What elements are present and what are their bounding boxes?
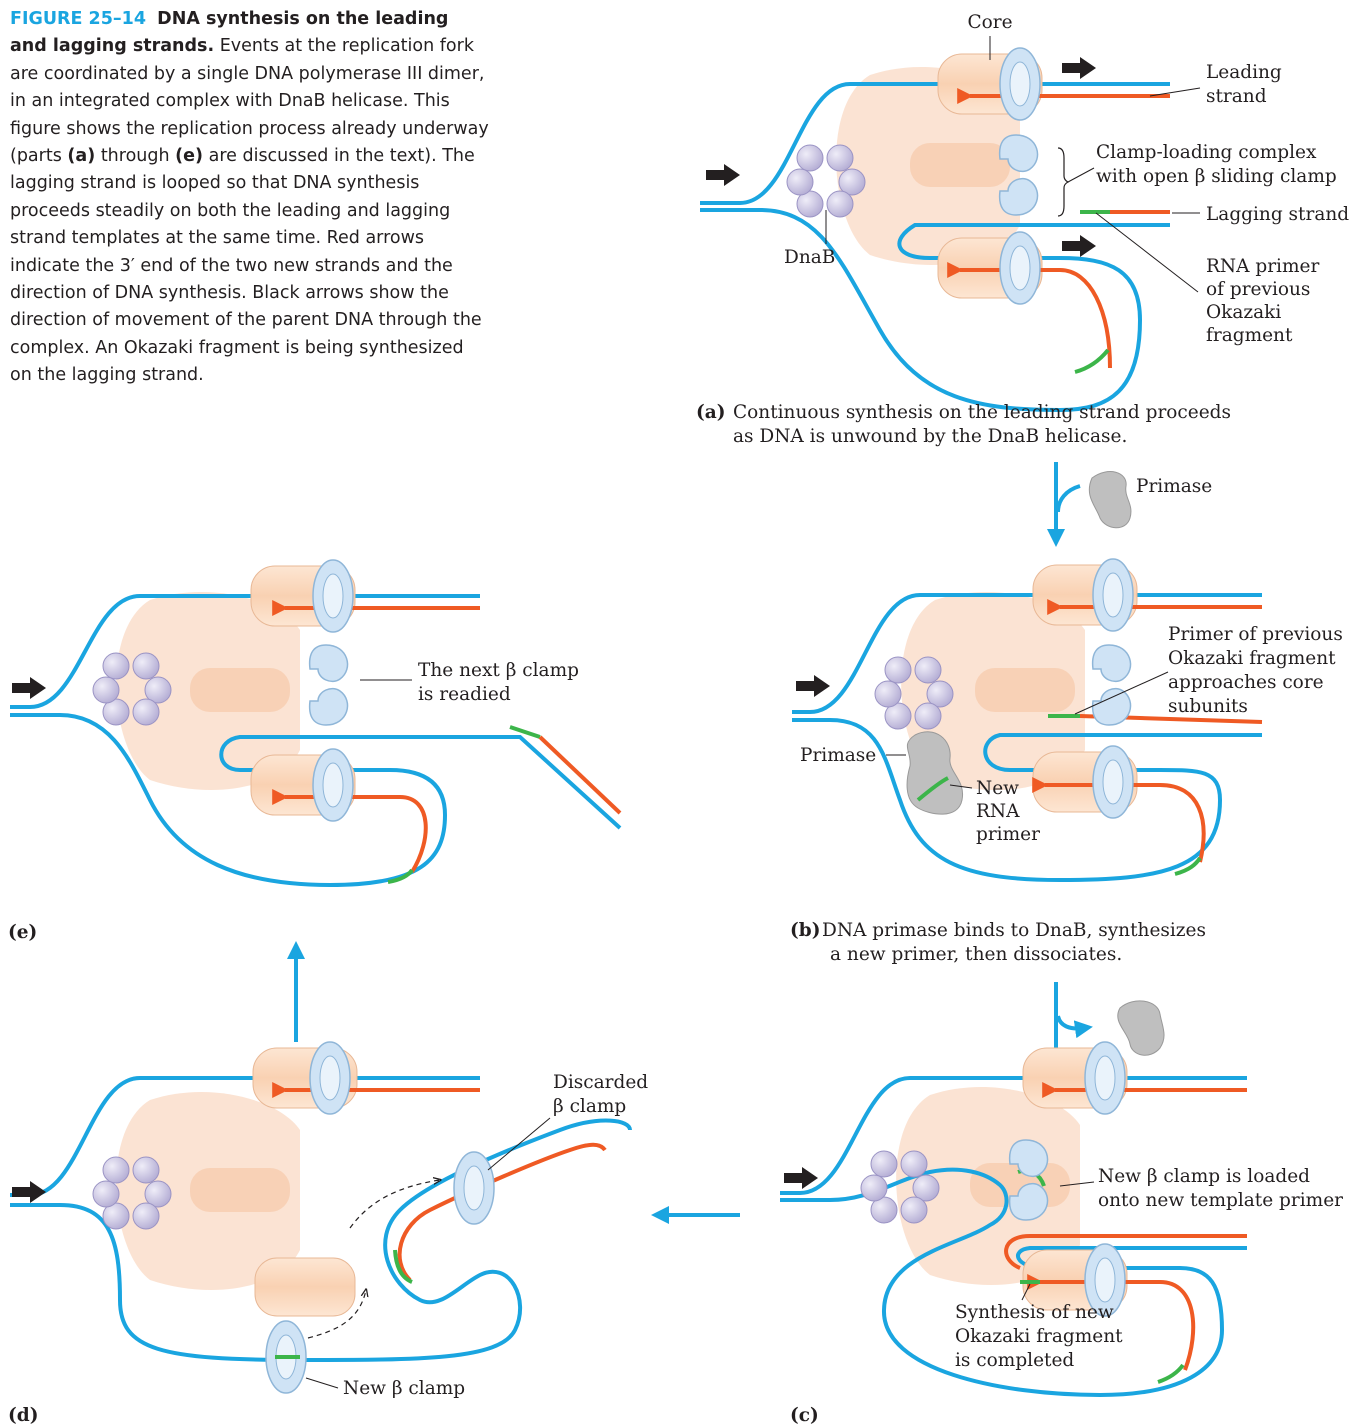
clamp-loader-label-2: with open β sliding clamp [1096,166,1337,187]
leading-strand-label-1: Leading [1206,62,1282,83]
beta-clamp-top [1093,559,1133,631]
released-okazaki-fragment [540,737,620,813]
new-clamp-label: New β clamp [343,1378,465,1399]
lagging-template-strand [10,1121,630,1360]
clamp-loader-label-1: Clamp-loading complex [1096,142,1317,163]
panel-e-label: (e) [8,922,37,943]
panel-b-caption-2: a new primer, then dissociates. [830,944,1122,965]
panel-c-label: (c) [790,1405,819,1426]
black-arrow-icon [1062,57,1096,79]
panel-a-caption-1: Continuous synthesis on the leading stra… [733,402,1231,423]
panel-b-caption-1: DNA primase binds to DnaB, synthesizes [822,920,1206,941]
rna-primer-old [1158,1365,1183,1382]
new-clamp-label-1: New β clamp is loaded [1098,1166,1310,1187]
rna-primer-a [1075,350,1108,372]
leading-strand-label-2: strand [1206,86,1267,107]
primer-label-2: Okazaki fragment [1168,648,1336,669]
panel-a-label: (a) [696,402,726,423]
discarded-clamp-label-1: Discarded [553,1072,648,1093]
beta-clamp-bottom [1093,746,1133,818]
next-clamp-label-2: is readied [418,684,511,705]
primer-label-3: approaches core [1168,672,1324,693]
panel-d-label: (d) [8,1405,38,1426]
black-arrow-icon [12,1181,46,1203]
black-arrow-icon [796,675,830,697]
beta-clamp-top [1000,48,1040,120]
black-arrow-icon [706,164,740,186]
rna-primer-label-1: RNA primer [1206,256,1319,277]
rna-primer-label-3: Okazaki [1206,302,1281,323]
discarded-clamp-label-2: β clamp [553,1096,626,1117]
core-label: Core [967,12,1012,33]
panel-b: Primer of previous Okazaki fragment appr… [790,559,1343,965]
lagging-strand-label: Lagging strand [1206,204,1349,225]
next-beta-clamp [310,645,348,725]
panel-c: New β clamp is loaded onto new template … [780,1042,1343,1426]
synthesis-label-1: Synthesis of new [955,1302,1114,1323]
synthesis-label-2: Okazaki fragment [955,1326,1123,1347]
dnab-label: DnaB [784,247,835,268]
primer-label-1: Primer of previous [1168,624,1343,645]
new-clamp-label-2: onto new template primer [1098,1190,1343,1211]
panel-b-label: (b) [790,920,820,941]
rna-primer-label-2: of previous [1206,279,1310,300]
beta-clamp-top [310,1042,350,1114]
new-primer-label-3: primer [976,824,1040,845]
next-clamp-label-1: The next β clamp [418,660,579,681]
rna-primer-label-4: fragment [1206,325,1293,346]
primase-enzyme [1089,472,1131,528]
primer-label-4: subunits [1168,696,1248,717]
completed-okazaki-fragment [400,1145,605,1280]
beta-clamp-bottom [1000,232,1040,304]
new-primer-label-1: New [976,778,1019,799]
open-clamp [1093,645,1131,725]
black-arrow-icon [784,1167,818,1189]
beta-clamp-top [313,560,353,632]
panel-e: The next β clamp is readied (e) [8,560,620,943]
panel-a: Core Leading strand Clamp-loading comple… [696,12,1349,447]
black-arrow-icon [12,677,46,699]
new-primer-label-2: RNA [976,801,1020,822]
primase-bound-label: Primase [800,745,876,766]
beta-clamp-bottom [313,749,353,821]
dnab-helicase [787,145,865,217]
panel-a-caption-2: as DNA is unwound by the DnaB helicase. [733,426,1127,447]
panel-d: Discarded β clamp New β clamp (d) [8,1042,648,1426]
black-arrow-icon [1062,235,1096,257]
discarded-beta-clamp [454,1152,494,1224]
primase-label: Primase [1136,476,1212,497]
beta-clamp-top [1085,1042,1125,1114]
step-arrow-a-b: Primase [1056,462,1212,538]
synthesis-label-3: is completed [955,1350,1074,1371]
core-released [255,1258,355,1316]
primase-released [1118,1001,1164,1055]
